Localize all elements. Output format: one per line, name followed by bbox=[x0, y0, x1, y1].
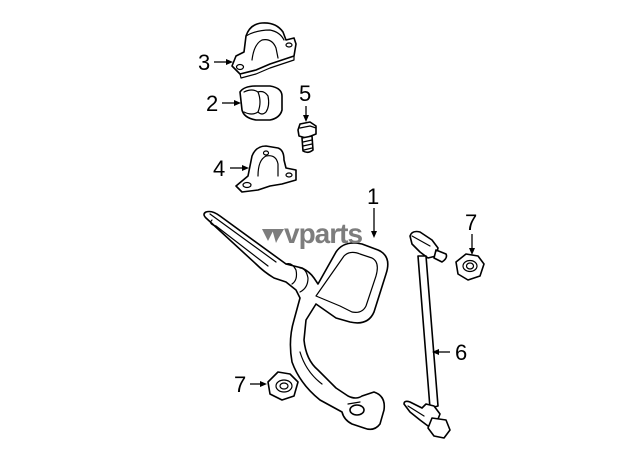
watermark-logo: vparts bbox=[262, 218, 363, 249]
bracket-icon bbox=[235, 145, 297, 193]
callout-6: 6 bbox=[455, 340, 467, 365]
callout-7-right: 7 bbox=[465, 210, 477, 235]
bushing-icon bbox=[239, 85, 283, 121]
callout-7-left: 7 bbox=[234, 372, 246, 397]
callout-3: 3 bbox=[198, 50, 210, 75]
leader-lines bbox=[214, 59, 475, 387]
callout-1: 1 bbox=[367, 184, 379, 209]
bushing-bracket-icon bbox=[231, 22, 297, 79]
bolt-icon bbox=[297, 121, 317, 154]
callout-4: 4 bbox=[213, 156, 225, 181]
watermark-mark-icon bbox=[262, 229, 284, 243]
watermark-text: vparts bbox=[284, 218, 362, 249]
nut-icon bbox=[455, 253, 485, 281]
callout-5: 5 bbox=[299, 81, 311, 106]
callout-2: 2 bbox=[206, 91, 218, 116]
nut-icon-lower bbox=[267, 371, 299, 401]
stabilizer-link-icon bbox=[403, 230, 451, 439]
stabilizer-bar-icon bbox=[203, 210, 389, 431]
